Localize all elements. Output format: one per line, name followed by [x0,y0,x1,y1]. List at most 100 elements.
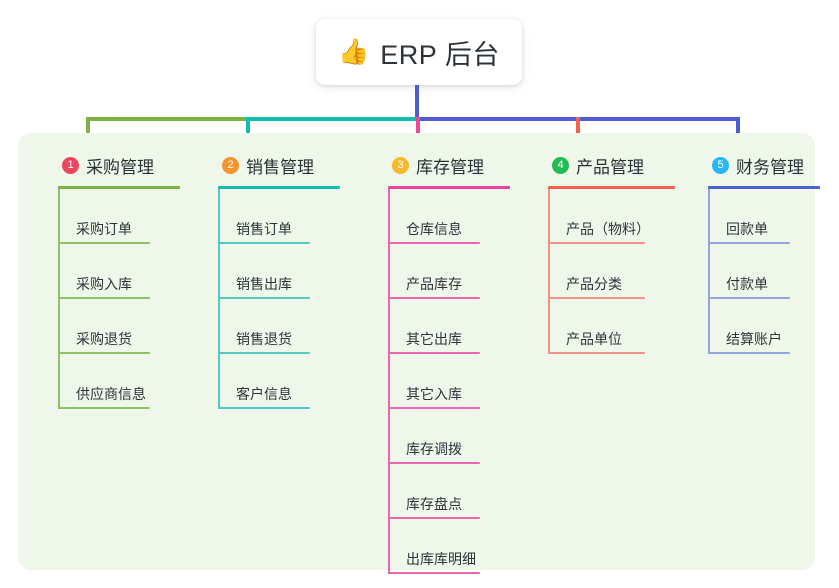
tree-item-label: 回款单 [726,221,768,237]
column-header-5[interactable]: 5 财务管理 [700,150,839,180]
column-header-4[interactable]: 4 产品管理 [540,150,695,180]
tree-item-label: 出库库明细 [406,551,476,567]
column-badge-4: 4 [552,156,569,174]
tree-item-rule [218,352,310,354]
tree-item[interactable]: 销售订单 [210,189,360,244]
tree-item-rule [388,407,480,409]
column-spine-3 [388,189,390,574]
tree-item-label: 库存盘点 [406,496,462,512]
tree-column-5: 5 财务管理回款单付款单结算账户 [700,150,839,354]
tree-item-label: 产品库存 [406,276,462,292]
tree-item-label: 付款单 [726,276,768,292]
tree-item[interactable]: 采购订单 [50,189,200,244]
tree-item-label: 销售退货 [236,331,292,347]
tree-item[interactable]: 库存盘点 [380,464,530,519]
tree-column-2: 2 销售管理销售订单销售出库销售退货客户信息 [210,150,360,409]
tree-item-rule [58,242,150,244]
tree-item[interactable]: 产品（物料） [540,189,695,244]
column-header-rule-1 [58,186,180,189]
tree-item-label: 产品单位 [566,331,622,347]
tree-item[interactable]: 销售退货 [210,299,360,354]
tree-item-rule [58,352,150,354]
tree-item-label: 客户信息 [236,386,292,402]
tree-item-rule [708,297,790,299]
column-title-4: 产品管理 [576,157,644,177]
tree-item[interactable]: 仓库信息 [380,189,530,244]
column-header-3[interactable]: 3 库存管理 [380,150,530,180]
root-node-card[interactable]: 👍 ERP 后台 [316,19,522,85]
column-header-2[interactable]: 2 销售管理 [210,150,360,180]
tree-item-rule [388,517,480,519]
tree-item-rule [708,242,790,244]
column-items-2: 销售订单销售出库销售退货客户信息 [210,189,360,409]
tree-panel: 1 采购管理采购订单采购入库采购退货供应商信息 2 销售管理销售订单销售出库销售退货客… [18,133,820,574]
tree-item-rule [388,297,480,299]
tree-item-label: 其它出库 [406,331,462,347]
connector-bar-green [86,117,248,121]
tree-item[interactable]: 其它出库 [380,299,530,354]
tree-column-1: 1 采购管理采购订单采购入库采购退货供应商信息 [50,150,200,409]
tree-item[interactable]: 其它入库 [380,354,530,409]
tree-item-rule [218,297,310,299]
column-items-3: 仓库信息产品库存其它出库其它入库库存调拨库存盘点出库库明细 [380,189,530,574]
column-spine-5 [708,189,710,354]
column-badge-1: 1 [62,156,79,174]
column-items-4: 产品（物料） 产品分类产品单位 [540,189,695,354]
tree-item-rule [58,297,150,299]
column-spine-1 [58,189,60,409]
column-header-1[interactable]: 1 采购管理 [50,150,200,180]
tree-item[interactable]: 产品单位 [540,299,695,354]
tree-item[interactable]: 回款单 [700,189,839,244]
root-node-title: ERP 后台 [380,39,500,70]
tree-item-rule [548,297,645,299]
column-spine-4 [548,189,550,354]
tree-item[interactable]: 库存调拨 [380,409,530,464]
tree-item-rule [708,352,790,354]
tree-item-rule [58,407,150,409]
tree-item-label: 采购退货 [76,331,132,347]
tree-item-rule [388,352,480,354]
tree-item-label: 产品分类 [566,276,622,292]
column-title-5: 财务管理 [736,157,804,177]
tree-item-label: 采购入库 [76,276,132,292]
tree-item[interactable]: 销售出库 [210,244,360,299]
tree-item[interactable]: 产品库存 [380,244,530,299]
column-header-rule-3 [388,186,510,189]
tree-item-rule [218,242,310,244]
column-title-2: 销售管理 [246,157,314,177]
tree-item-rule [388,242,480,244]
tree-item-label: 其它入库 [406,386,462,402]
column-badge-3: 3 [392,156,409,174]
tree-item[interactable]: 付款单 [700,244,839,299]
connector-bar-teal [248,117,418,121]
tree-item[interactable]: 采购入库 [50,244,200,299]
tree-item-rule [548,242,645,244]
tree-item[interactable]: 出库库明细 [380,519,530,574]
tree-column-4: 4 产品管理产品（物料） 产品分类产品单位 [540,150,695,354]
column-header-rule-2 [218,186,340,189]
tree-item-label: 库存调拨 [406,441,462,457]
tree-item[interactable]: 产品分类 [540,244,695,299]
tree-item-rule [388,572,480,574]
tree-item-label: 结算账户 [726,331,782,347]
column-badge-5: 5 [712,156,729,174]
tree-item-label: 销售订单 [236,221,292,237]
tree-item[interactable]: 客户信息 [210,354,360,409]
tree-item[interactable]: 结算账户 [700,299,839,354]
tree-item-rule [218,407,310,409]
column-badge-2: 2 [222,156,239,174]
thumbs-up-icon: 👍 [338,37,370,66]
tree-item-label: 仓库信息 [406,221,462,237]
column-title-1: 采购管理 [86,157,154,177]
tree-item-label: 销售出库 [236,276,292,292]
tree-item-label: 采购订单 [76,221,132,237]
tree-item-label: 产品（物料） [566,221,650,237]
column-title-3: 库存管理 [416,157,484,177]
tree-item[interactable]: 采购退货 [50,299,200,354]
root-stem [415,85,419,121]
column-items-5: 回款单付款单结算账户 [700,189,839,354]
tree-item-rule [548,352,645,354]
tree-column-3: 3 库存管理仓库信息产品库存其它出库其它入库库存调拨库存盘点出库库明细 [380,150,530,574]
column-header-rule-4 [548,186,675,189]
tree-item[interactable]: 供应商信息 [50,354,200,409]
